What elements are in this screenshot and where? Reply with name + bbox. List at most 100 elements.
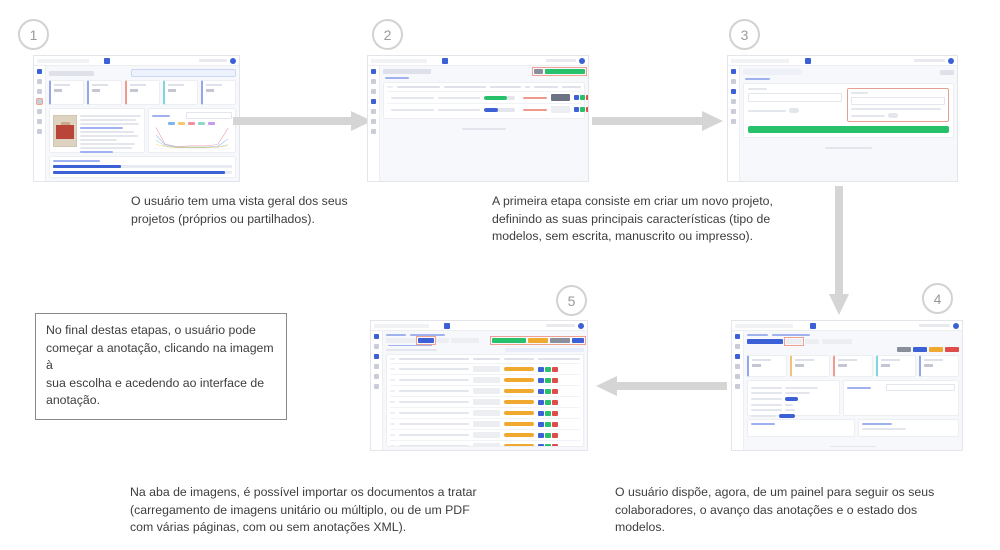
search-input[interactable] [37, 58, 89, 63]
table-row[interactable] [390, 396, 580, 407]
table-row[interactable] [390, 363, 580, 374]
chart-filter-select[interactable] [185, 112, 232, 119]
search-input[interactable] [731, 58, 789, 63]
model-thumbnail [550, 94, 571, 101]
sidebar-item-projects[interactable] [735, 354, 740, 359]
sidebar-logo-icon[interactable] [37, 69, 42, 74]
stat-card[interactable] [201, 80, 236, 105]
sidebar-item-settings[interactable] [735, 374, 740, 379]
search-input[interactable] [371, 58, 427, 63]
toggle-switch[interactable] [788, 108, 799, 113]
sidebar-logo-icon[interactable] [731, 69, 736, 74]
sidebar-item-settings[interactable] [37, 119, 42, 124]
sidebar-item-home[interactable] [735, 344, 740, 349]
sidebar-item-settings[interactable] [731, 109, 736, 114]
model-type-select[interactable] [851, 97, 945, 105]
import-pdf-button[interactable] [528, 338, 548, 343]
stat-card[interactable] [876, 355, 916, 377]
project-name-field[interactable] [748, 93, 842, 102]
stat-card[interactable] [919, 355, 959, 377]
import-images-button[interactable] [492, 338, 526, 343]
breadcrumb[interactable] [388, 345, 432, 347]
sidebar-item-home[interactable] [371, 79, 376, 84]
progress-bar [53, 171, 232, 174]
sidebar-item-home[interactable] [731, 79, 736, 84]
sidebar-item-models[interactable] [735, 364, 740, 369]
table-row[interactable] [390, 429, 580, 440]
tab-models[interactable] [436, 338, 449, 343]
search-input[interactable] [735, 323, 794, 328]
sidebar-item-projects[interactable] [36, 98, 43, 105]
screenshot-dashboard[interactable] [33, 55, 240, 182]
cancel-button[interactable] [940, 69, 954, 75]
tab-project-dashboard[interactable] [747, 339, 783, 344]
table-row[interactable] [390, 418, 580, 429]
sidebar-item-models[interactable] [37, 109, 42, 114]
production-filter-select[interactable] [885, 384, 955, 391]
sidebar-item-projects[interactable] [731, 89, 736, 94]
table-row[interactable] [390, 374, 580, 385]
tab-project-dashboard[interactable] [386, 338, 416, 343]
avatar[interactable] [230, 57, 236, 64]
sidebar-logo-icon[interactable] [371, 69, 376, 74]
sidebar-item-dashboard[interactable] [37, 89, 42, 94]
breadcrumb[interactable] [385, 77, 410, 79]
tab-manage-collaborators[interactable] [451, 338, 479, 343]
avatar[interactable] [578, 322, 584, 329]
action-button-settings[interactable] [897, 347, 911, 352]
sidebar-item-settings[interactable] [374, 374, 379, 379]
user-name-label [199, 59, 227, 62]
sidebar-item-home[interactable] [374, 344, 379, 349]
stat-card[interactable] [747, 355, 787, 377]
stat-card[interactable] [125, 80, 160, 105]
sidebar-item-help[interactable] [735, 384, 740, 389]
sidebar-item-help[interactable] [731, 119, 736, 124]
sidebar-item-models[interactable] [374, 364, 379, 369]
sidebar-item-projects[interactable] [371, 99, 376, 104]
export-button[interactable] [550, 338, 570, 343]
table-row[interactable] [390, 407, 580, 418]
avatar[interactable] [953, 322, 959, 329]
table-row[interactable] [387, 91, 588, 103]
sidebar-item-help[interactable] [37, 129, 42, 134]
tab-manage-collaborators[interactable] [822, 339, 852, 344]
filter-button[interactable] [534, 69, 543, 74]
table-row[interactable] [387, 103, 588, 115]
table-row[interactable] [390, 440, 580, 447]
search-input[interactable] [374, 323, 429, 328]
toggle-switch[interactable] [887, 113, 898, 118]
screenshot-images-tab[interactable] [370, 320, 588, 451]
tab-images[interactable] [418, 338, 434, 343]
more-actions-button[interactable] [572, 338, 584, 343]
stat-card[interactable] [49, 80, 84, 105]
stat-card[interactable] [790, 355, 830, 377]
create-project-button[interactable] [748, 126, 949, 133]
sidebar-item-models[interactable] [371, 109, 376, 114]
tab-images[interactable] [786, 339, 802, 344]
avatar[interactable] [579, 57, 585, 64]
tab-models[interactable] [805, 339, 819, 344]
sidebar-item-settings[interactable] [371, 119, 376, 124]
sidebar-item-projects[interactable] [374, 354, 379, 359]
action-button-export[interactable] [929, 347, 943, 352]
sidebar-logo-icon[interactable] [735, 334, 740, 339]
new-project-button[interactable] [545, 69, 585, 74]
action-button-edit[interactable] [913, 347, 927, 352]
action-button-delete[interactable] [945, 347, 959, 352]
sidebar-item-help[interactable] [374, 384, 379, 389]
screenshot-new-project-form[interactable] [727, 55, 958, 182]
screenshot-projects-list[interactable] [367, 55, 589, 182]
sidebar-item-help[interactable] [371, 129, 376, 134]
sidebar-item-models[interactable] [731, 99, 736, 104]
pagination[interactable] [504, 348, 584, 353]
avatar[interactable] [948, 57, 954, 64]
sidebar-item-dashboard[interactable] [371, 89, 376, 94]
stat-card[interactable] [87, 80, 122, 105]
stat-card[interactable] [163, 80, 198, 105]
sidebar-item-home[interactable] [37, 79, 42, 84]
breadcrumb[interactable] [745, 78, 771, 80]
table-row[interactable] [390, 385, 580, 396]
sidebar-logo-icon[interactable] [374, 334, 379, 339]
stat-card[interactable] [833, 355, 873, 377]
screenshot-project-dashboard[interactable] [731, 320, 963, 451]
